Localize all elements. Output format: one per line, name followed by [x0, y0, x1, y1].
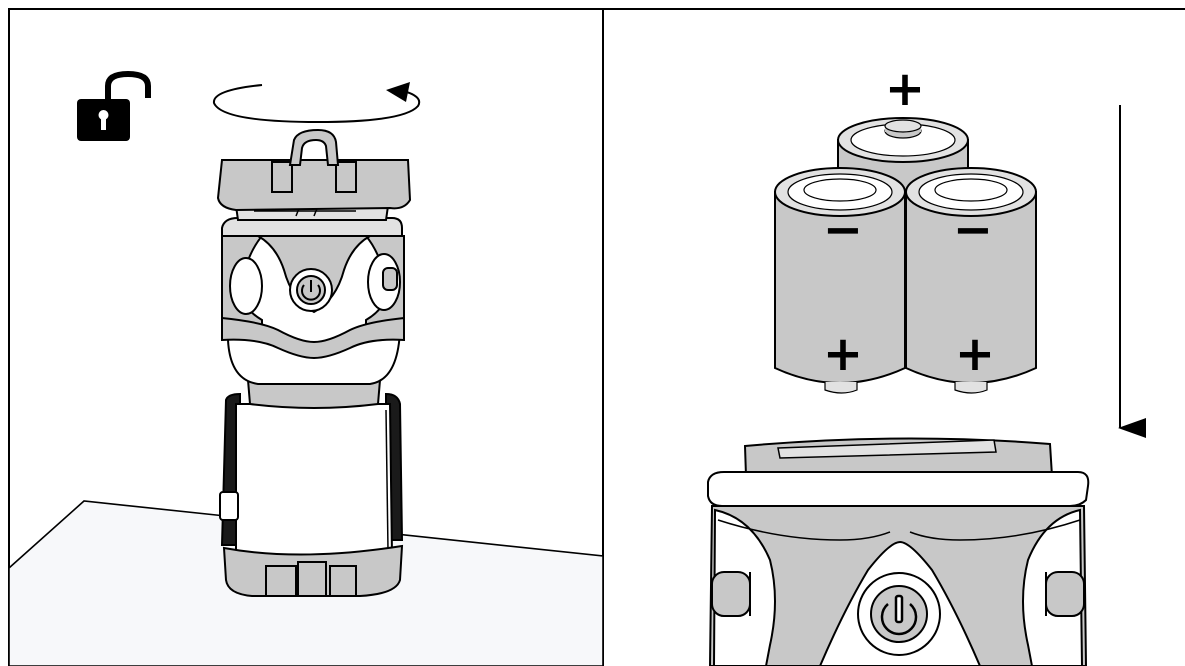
battery-left-positive-label: +: [823, 326, 863, 382]
battery-left-negative-label: −: [823, 202, 863, 258]
panel-insert-batteries: + − + − +: [708, 61, 1120, 666]
battery-back-positive-label: +: [885, 61, 925, 117]
battery-right-positive-label: +: [955, 326, 995, 382]
lantern: [218, 130, 410, 596]
battery-right-negative-label: −: [953, 202, 993, 258]
lantern-closeup: [708, 438, 1088, 666]
panel-unlock: [9, 74, 603, 666]
unlock-padlock-icon: [77, 74, 148, 141]
rotate-counterclockwise-arrow-icon: [214, 82, 419, 122]
